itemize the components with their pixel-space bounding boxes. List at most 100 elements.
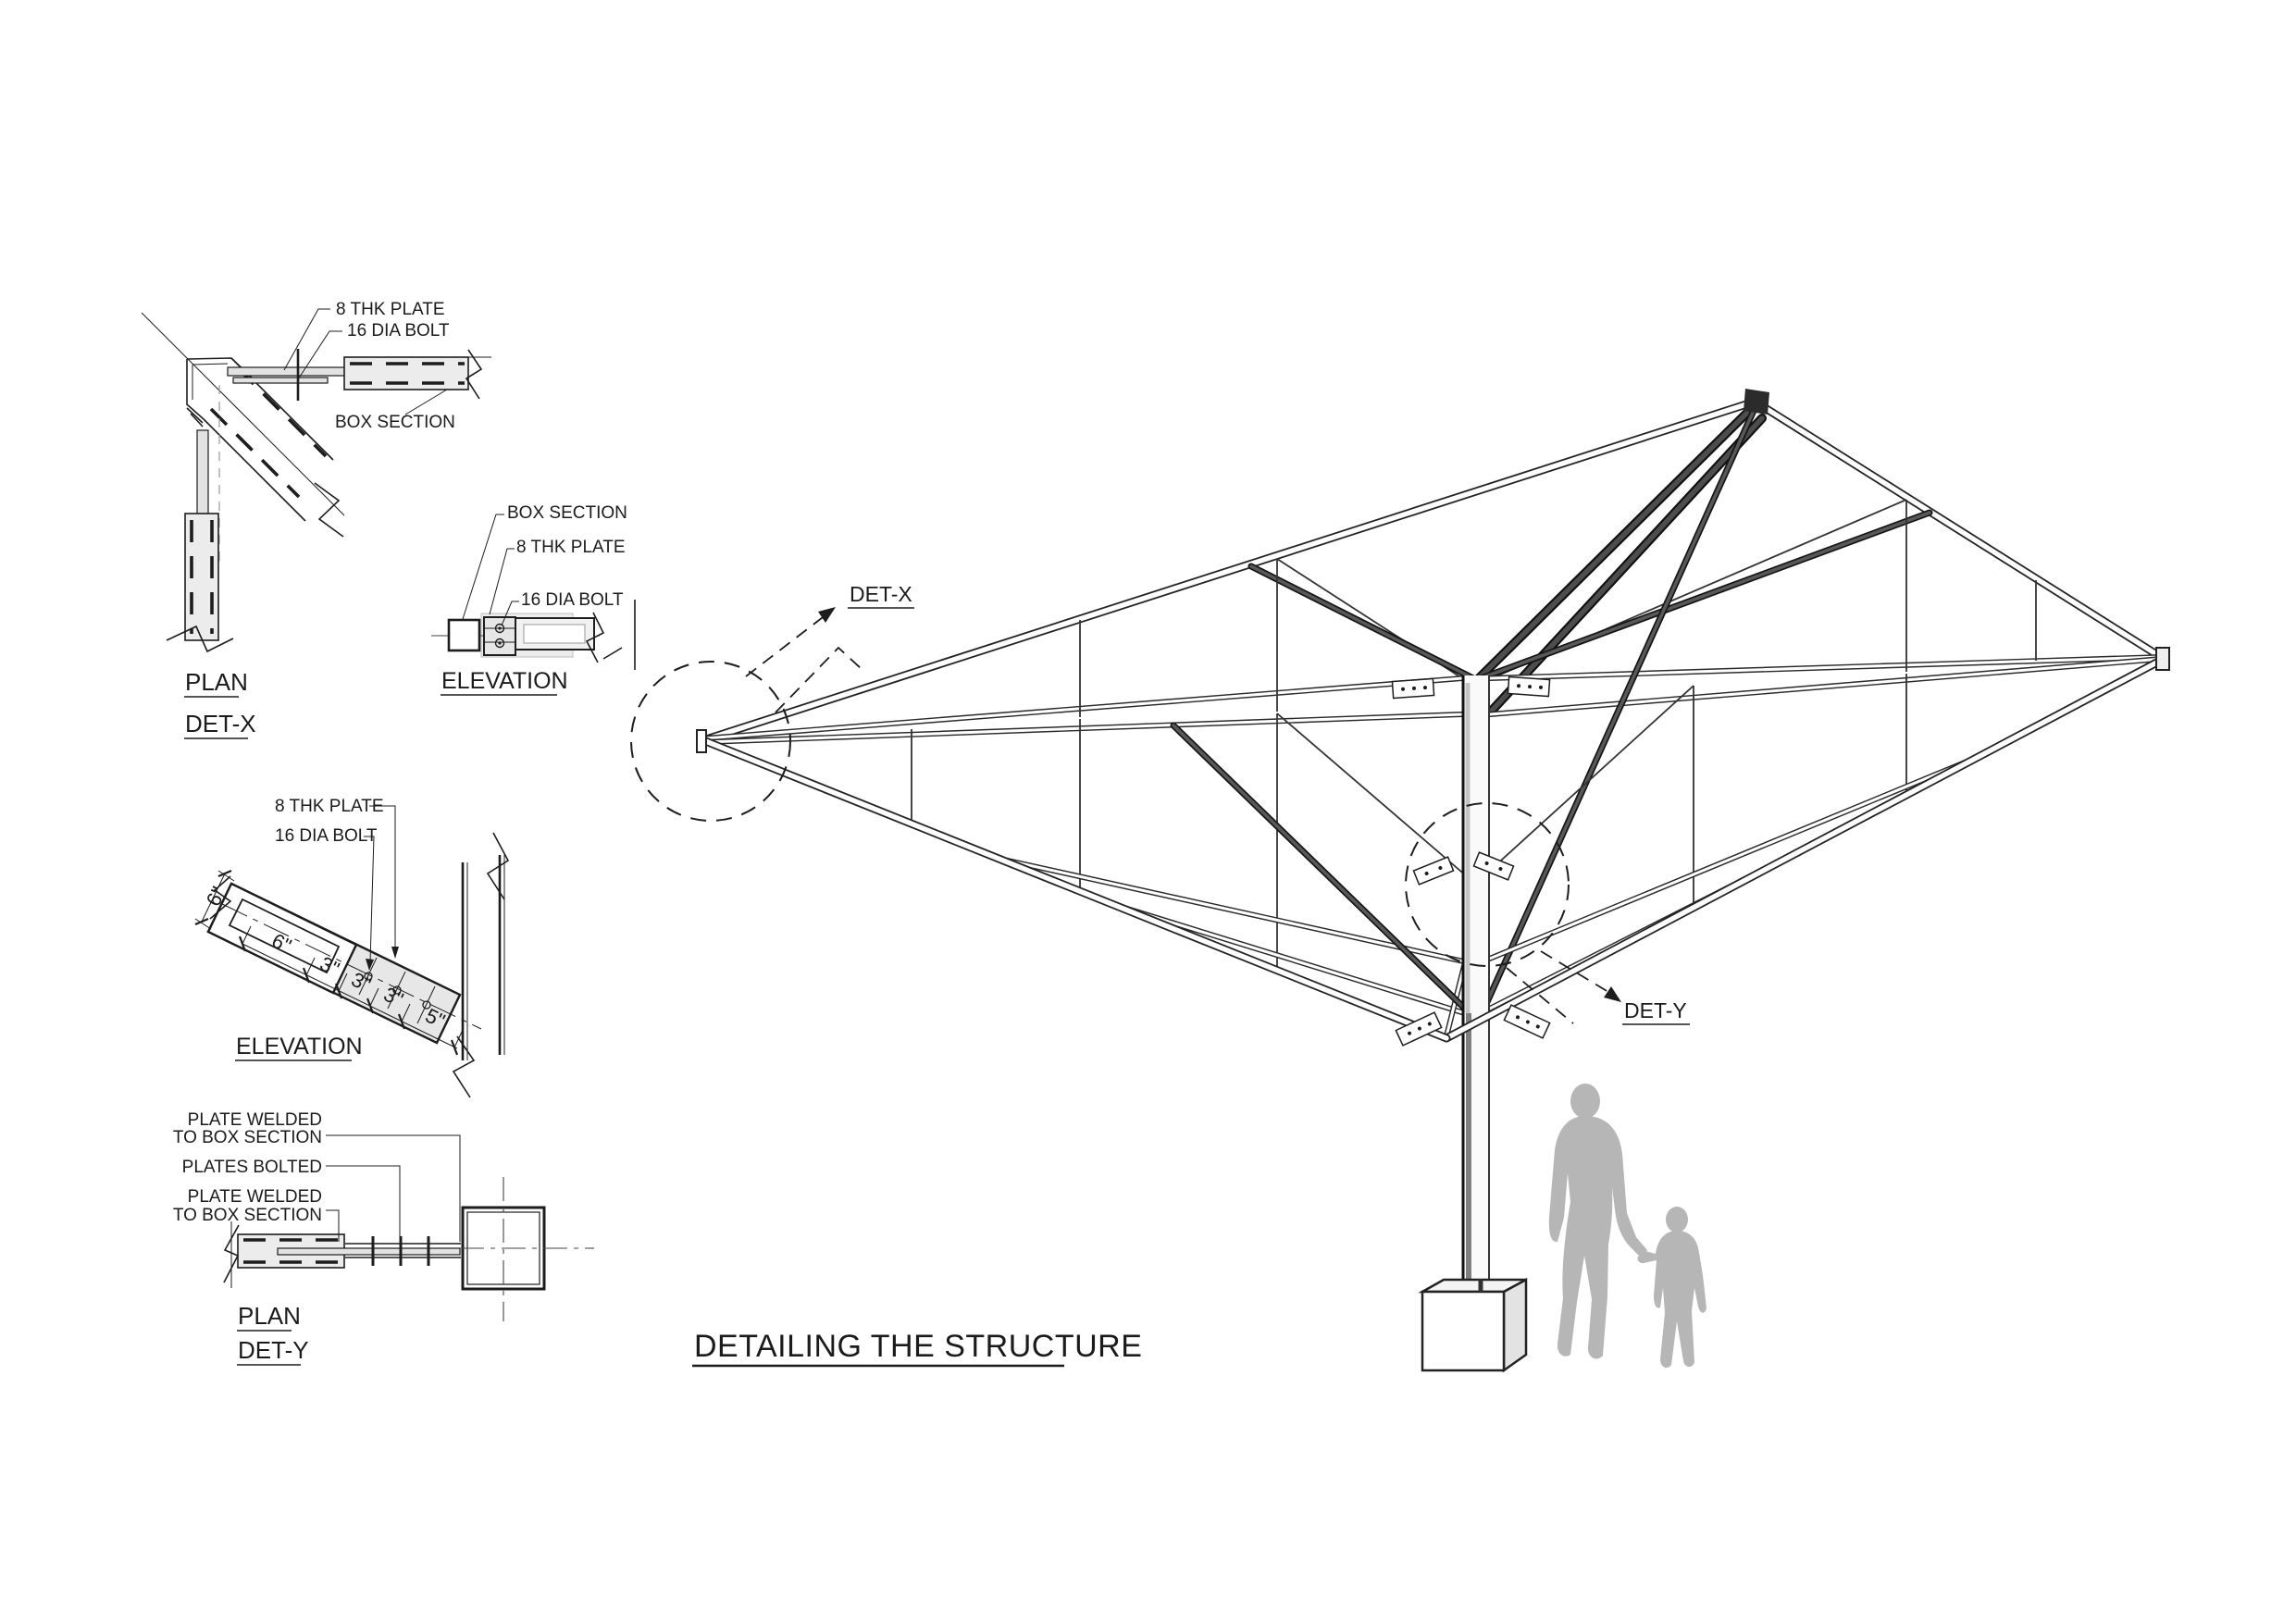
break-symbol bbox=[585, 612, 605, 663]
leader-box bbox=[404, 389, 448, 415]
column-break-top bbox=[486, 832, 510, 900]
leader-bolted bbox=[326, 1165, 401, 1245]
leader-plate bbox=[283, 308, 330, 371]
det-x-label: DET-X bbox=[850, 582, 912, 606]
right-box-inner bbox=[523, 624, 586, 644]
label-16-dia-bolt: 16 DIA BOLT bbox=[275, 826, 378, 846]
leader-bolt bbox=[297, 330, 342, 380]
page-title: DETAILING THE STRUCTURE bbox=[694, 1329, 1142, 1364]
plan-det-y: PLATE WELDED TO BOX SECTION PLATES BOLTE… bbox=[173, 1110, 594, 1366]
rib-left-mid bbox=[997, 856, 1471, 965]
peak-cap bbox=[1744, 389, 1769, 415]
caption-det-y: DET-Y bbox=[238, 1336, 309, 1364]
plan-det-x: 8 THK PLATE 16 DIA BOLT BOX SECTION PLAN… bbox=[141, 300, 491, 739]
column-break-bottom bbox=[452, 1035, 476, 1098]
adult-figure bbox=[1548, 1084, 1647, 1359]
chord-upper-left bbox=[702, 675, 1465, 741]
rib-left-low bbox=[1112, 902, 1471, 1017]
plate-inner bbox=[277, 1247, 461, 1256]
diagonal-member-wall-2 bbox=[209, 407, 301, 499]
leader-box bbox=[462, 514, 504, 620]
label-weld-top-2: TO BOX SECTION bbox=[173, 1128, 322, 1147]
label-8-thk-plate: 8 THK PLATE bbox=[336, 300, 445, 319]
bolt-2 bbox=[494, 638, 505, 649]
plate-block bbox=[483, 616, 516, 656]
label-16-dia-bolt: 16 DIA BOLT bbox=[521, 590, 624, 610]
bolts bbox=[358, 957, 436, 1024]
dark-brace-left bbox=[1247, 563, 1477, 682]
bolt-1-dot bbox=[498, 626, 502, 630]
rim-edge-left-top bbox=[699, 399, 1754, 745]
break-arrow bbox=[602, 647, 623, 660]
caption-det-x: DET-X bbox=[185, 710, 256, 737]
diagonal-break bbox=[314, 482, 344, 538]
chord-upper-right bbox=[1487, 654, 2165, 681]
det-x-callout: DET-X bbox=[630, 582, 914, 822]
gusset-plates bbox=[1391, 675, 1551, 1047]
leader-plate bbox=[489, 548, 515, 615]
box-right-break bbox=[465, 349, 483, 400]
diagonal-member-bottom bbox=[203, 418, 306, 522]
chord-lower-right bbox=[1487, 656, 2165, 717]
left-box-end bbox=[447, 618, 481, 652]
det-y-arrow bbox=[1604, 986, 1621, 1002]
bolt-1 bbox=[494, 623, 505, 634]
det-y-leader-1 bbox=[1540, 950, 1609, 993]
label-16-dia-bolt: 16 DIA BOLT bbox=[347, 321, 450, 341]
isometric-view: DET-X DET-Y bbox=[630, 389, 2170, 1373]
elevation-det-x: BOX SECTION 8 THK PLATE 16 DIA BOLT ELEV… bbox=[431, 503, 636, 696]
det-x-circle bbox=[630, 661, 791, 822]
caption-plan: PLAN bbox=[238, 1302, 301, 1330]
caption-elevation: ELEVATION bbox=[441, 668, 568, 694]
child-figure bbox=[1637, 1207, 1706, 1369]
right-corner-cap bbox=[2155, 647, 2170, 671]
rim-edge-right-bottom bbox=[1442, 654, 2168, 1043]
label-8-thk-plate: 8 THK PLATE bbox=[516, 538, 626, 557]
label-weld-top-1: PLATE WELDED bbox=[188, 1110, 322, 1130]
centerline bbox=[141, 312, 345, 516]
det-y-circle bbox=[1405, 802, 1570, 967]
pedestal bbox=[1418, 1277, 1528, 1373]
label-box-section: BOX SECTION bbox=[507, 503, 627, 523]
bolt-2-dot bbox=[498, 641, 502, 645]
label-8-thk-plate: 8 THK PLATE bbox=[275, 797, 384, 816]
spine-beam-2 bbox=[1487, 414, 1767, 715]
leader-bolt bbox=[501, 601, 519, 626]
hanger-struts bbox=[911, 500, 2037, 968]
leader-weld-bottom bbox=[326, 1209, 340, 1242]
main-column bbox=[1461, 675, 1490, 1288]
rim-edge-left-bottom bbox=[699, 736, 1451, 1043]
leader-bolt bbox=[364, 836, 375, 963]
dark-brace-right bbox=[1470, 509, 1933, 685]
elevation-det-y: 6" 6" 3" 3" 3" 5" bbox=[194, 797, 510, 1098]
member-centerline bbox=[221, 903, 482, 1030]
chord-lower-left bbox=[702, 712, 1465, 745]
left-apex-cap bbox=[696, 729, 707, 753]
scale-figures bbox=[1548, 1084, 1706, 1369]
label-weld-bot-2: TO BOX SECTION bbox=[173, 1206, 322, 1225]
bolt-tick-3 bbox=[416, 985, 436, 1024]
brace-thin-3 bbox=[1276, 712, 1469, 878]
label-weld-bot-1: PLATE WELDED bbox=[188, 1187, 322, 1207]
brace-thin-4 bbox=[1482, 685, 1694, 878]
leader-plate bbox=[369, 805, 396, 949]
sheet-title: DETAILING THE STRUCTURE bbox=[692, 1329, 1142, 1368]
bolt-tick-2 bbox=[387, 971, 406, 1010]
corner-box-inner bbox=[192, 363, 229, 400]
det-y-label: DET-Y bbox=[1624, 998, 1687, 1022]
bolt-tick-1 bbox=[358, 957, 378, 996]
box-bottom-break bbox=[166, 625, 234, 653]
label-box-section: BOX SECTION bbox=[335, 413, 455, 432]
det-x-arrow bbox=[818, 607, 836, 623]
det-y-callout: DET-Y bbox=[1405, 802, 1690, 1025]
spine-to-lower-joint bbox=[1483, 401, 1760, 1008]
leader-bolt-arrow bbox=[366, 959, 374, 971]
det-x-leader-2 bbox=[775, 646, 863, 713]
det-y-leader-2 bbox=[1506, 967, 1574, 1024]
corner-plate-edge bbox=[186, 407, 204, 427]
inclined-box-window bbox=[228, 898, 341, 974]
caption-plan: PLAN bbox=[185, 668, 248, 696]
leader-plate-arrow bbox=[391, 947, 399, 959]
